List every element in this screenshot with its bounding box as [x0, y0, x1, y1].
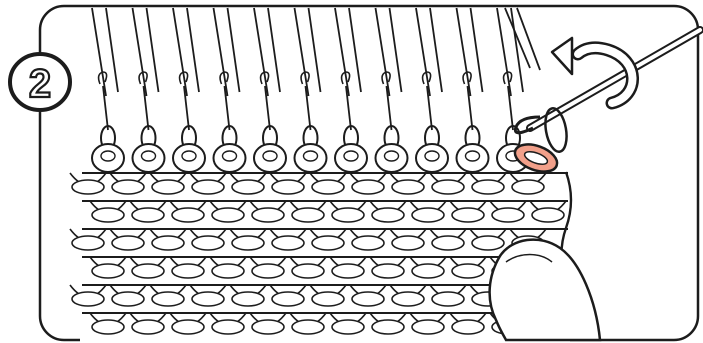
stitch-bump — [112, 292, 144, 306]
stitch-bump — [392, 180, 424, 194]
stitch-bump — [452, 320, 484, 334]
stitch-bump — [272, 180, 304, 194]
stitch-bump — [232, 292, 264, 306]
stitch-bump — [212, 264, 244, 278]
stitch-loop-inner — [223, 151, 237, 161]
stitch-bump — [352, 180, 384, 194]
stitch-bump — [332, 320, 364, 334]
step-badge: 2 — [10, 54, 70, 110]
stitch-bump — [132, 264, 164, 278]
stitch-bump — [92, 208, 124, 222]
stitch-bump — [292, 320, 324, 334]
stitch-bump — [372, 264, 404, 278]
stitch-loop-inner — [304, 151, 318, 161]
stitch-loop-inner — [344, 151, 358, 161]
stitch-loop-inner — [385, 151, 399, 161]
stitch-bump — [452, 264, 484, 278]
stitch-bump — [312, 292, 344, 306]
stitch-bump — [72, 292, 104, 306]
stitch-bump — [432, 292, 464, 306]
stitch-bump — [112, 180, 144, 194]
stitch-bump — [152, 236, 184, 250]
stitch-bump — [172, 264, 204, 278]
stitch-bump — [72, 236, 104, 250]
stitch-bump — [352, 236, 384, 250]
stitch-bump — [392, 292, 424, 306]
stitch-bump — [472, 236, 504, 250]
stitch-bump — [332, 264, 364, 278]
stitch-bump — [412, 208, 444, 222]
stitch-bump — [272, 292, 304, 306]
stitch-bump — [472, 180, 504, 194]
stitch-bump — [392, 236, 424, 250]
stitch-bump — [372, 320, 404, 334]
stitch-bump — [72, 180, 104, 194]
stitch-bump — [92, 320, 124, 334]
stitch-bump — [412, 320, 444, 334]
stitch-bump — [312, 180, 344, 194]
stitch-bump — [132, 320, 164, 334]
stitch-bump — [92, 264, 124, 278]
stitch-bump — [192, 292, 224, 306]
stitch-loop-inner — [466, 151, 480, 161]
stitch-bump — [452, 208, 484, 222]
stitch-loop-inner — [101, 151, 115, 161]
stitch-bump — [432, 180, 464, 194]
stitch-bump — [252, 264, 284, 278]
stitch-bump — [112, 236, 144, 250]
stitch-bump — [492, 208, 524, 222]
stitch-bump — [372, 208, 404, 222]
stitch-bump — [272, 236, 304, 250]
stitch-bump — [252, 320, 284, 334]
stitch-bump — [212, 208, 244, 222]
stitch-bump — [532, 208, 564, 222]
stitch-bump — [252, 208, 284, 222]
stitch-bump — [352, 292, 384, 306]
stitch-bump — [212, 320, 244, 334]
stitch-loop-inner — [425, 151, 439, 161]
stitch-loop-inner — [142, 151, 156, 161]
step-number: 2 — [29, 62, 51, 106]
stitch-bump — [132, 208, 164, 222]
stitch-bump — [172, 320, 204, 334]
stitch-bump — [172, 208, 204, 222]
stitch-bump — [292, 264, 324, 278]
stitch-bump — [152, 292, 184, 306]
stitch-bump — [432, 236, 464, 250]
stitch-bump — [412, 264, 444, 278]
stitch-bump — [192, 180, 224, 194]
stitch-loop-inner — [182, 151, 196, 161]
stitch-loop-inner — [263, 151, 277, 161]
stitch-bump — [232, 236, 264, 250]
stitch-bump — [332, 208, 364, 222]
stitch-bump — [192, 236, 224, 250]
stitch-bump — [232, 180, 264, 194]
stitch-bump — [152, 180, 184, 194]
stitch-bump — [512, 180, 544, 194]
stitch-bump — [292, 208, 324, 222]
stitch-bump — [312, 236, 344, 250]
